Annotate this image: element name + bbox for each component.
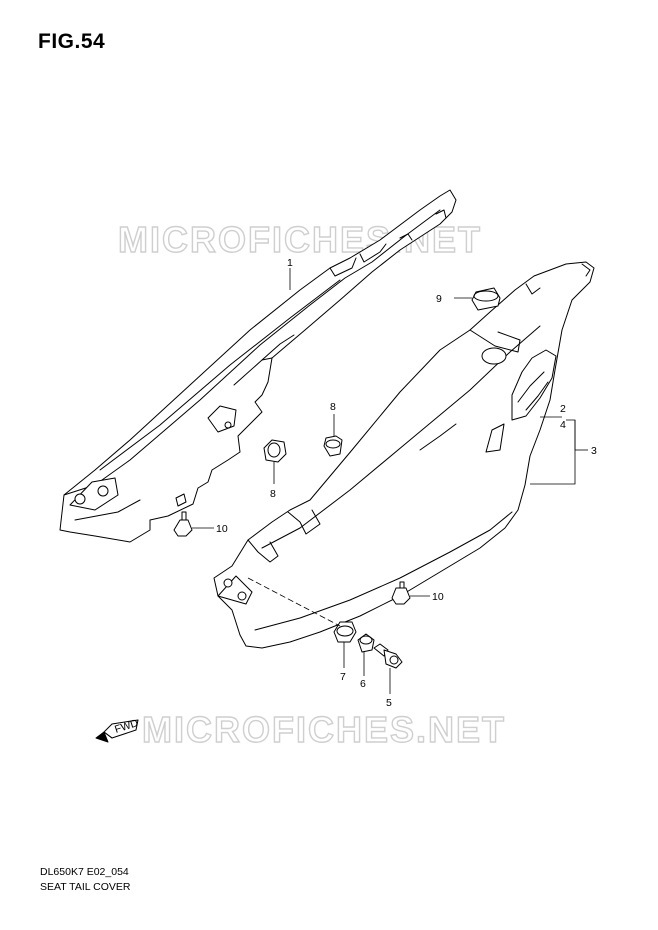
callout-1: 1 <box>287 257 293 269</box>
callout-5: 5 <box>386 697 392 709</box>
callout-9: 9 <box>436 293 442 305</box>
callout-4: 4 <box>560 419 566 431</box>
part-9-grommet <box>471 287 501 311</box>
section-name: SEAT TAIL COVER <box>40 881 131 893</box>
fwd-arrow-icon <box>95 719 139 743</box>
callout-8-center: 8 <box>330 401 336 413</box>
callout-2: 2 <box>560 403 566 415</box>
part-10-rivet-a <box>173 511 193 537</box>
callout-3: 3 <box>591 445 597 457</box>
callout-8-left: 8 <box>270 488 276 500</box>
leader-lines <box>192 268 588 694</box>
part-8-cushion-b <box>323 435 343 457</box>
part-8-cushion-a <box>263 439 287 463</box>
part-10-rivet-b <box>391 581 411 605</box>
part-5-screw <box>373 643 403 669</box>
callout-10-right: 10 <box>432 591 444 603</box>
part-6-spacer <box>357 633 375 653</box>
part-7-cushion <box>333 621 357 643</box>
part-3-right-tail-cover <box>213 261 595 649</box>
callout-6: 6 <box>360 678 366 690</box>
callout-7: 7 <box>340 671 346 683</box>
figure-title: FIG.54 <box>38 30 106 53</box>
model-code: DL650K7 E02_054 <box>40 866 129 878</box>
callout-10-left: 10 <box>216 523 228 535</box>
watermark-bottom: MICROFICHES.NET <box>142 709 506 750</box>
part-1-left-tail-cover <box>59 189 457 543</box>
